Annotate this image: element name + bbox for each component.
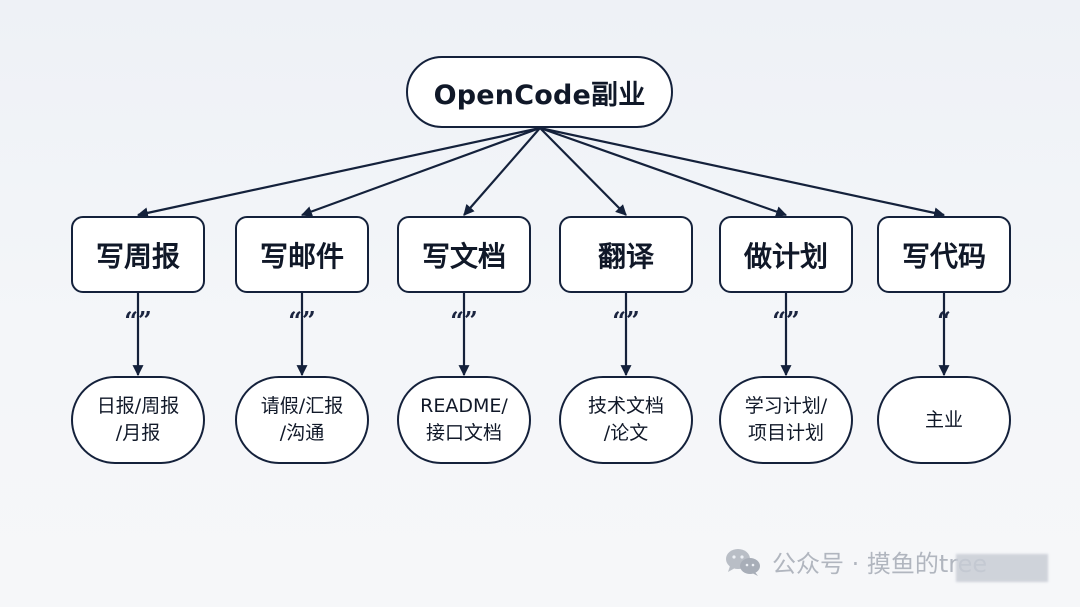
root-to-category-arrow	[300, 126, 541, 217]
category-label: 翻译	[597, 239, 654, 273]
leaf-node-coding: 主业	[877, 376, 1011, 464]
quote-mark: “”	[124, 306, 152, 335]
category-label: 做计划	[743, 239, 828, 273]
category-label: 写代码	[901, 239, 986, 273]
leaf-line: 日报/周报	[96, 395, 180, 417]
category-node-docs: 写文档	[397, 216, 531, 293]
root-to-category-arrow	[136, 126, 541, 219]
quote-mark: “	[937, 306, 951, 335]
quote-mark: “”	[288, 306, 316, 335]
category-node-translation: 翻译	[559, 216, 693, 293]
watermark: 公众号 · 摸鱼的tree	[724, 544, 987, 579]
category-label: 写邮件	[259, 239, 344, 273]
leaf-line: 主业	[924, 408, 963, 431]
category-node-weekly-report: 写周报	[71, 216, 205, 293]
leaf-node-translation: 技术文档 /论文	[559, 376, 693, 464]
category-node-planning: 做计划	[719, 216, 853, 293]
leaf-line: 接口文档	[425, 422, 502, 444]
leaf-node-planning: 学习计划/ 项目计划	[719, 376, 853, 464]
root-to-category-arrow	[539, 127, 627, 216]
root-node: OpenCode副业	[406, 56, 673, 128]
quote-mark: “”	[772, 306, 800, 335]
leaf-line: 学习计划/	[744, 395, 828, 417]
leaf-node-weekly-report: 日报/周报 /月报	[71, 376, 205, 464]
root-to-category-arrow	[539, 126, 788, 217]
category-node-coding: 写代码	[877, 216, 1011, 293]
quote-mark: “”	[612, 306, 640, 335]
category-label: 写周报	[95, 239, 180, 273]
leaf-node-docs: README/ 接口文档	[397, 376, 531, 464]
quote-mark: “”	[450, 306, 478, 335]
leaf-line: /沟通	[279, 422, 325, 444]
leaf-node-email: 请假/汇报 /沟通	[235, 376, 369, 464]
leaf-line: README/	[420, 395, 508, 417]
watermark-text: 公众号 · 摸鱼的tree	[772, 550, 988, 578]
corner-watermark-blur	[956, 554, 1048, 582]
leaf-line: /论文	[603, 422, 649, 444]
leaf-line: 技术文档	[587, 395, 664, 417]
leaf-line: 请假/汇报	[260, 395, 344, 417]
root-to-category-arrow	[463, 127, 541, 216]
category-label: 写文档	[421, 239, 506, 273]
leaf-line: 项目计划	[747, 422, 824, 444]
root-label: OpenCode副业	[433, 79, 646, 111]
leaf-line: /月报	[115, 422, 161, 444]
root-to-category-arrow	[539, 126, 946, 219]
category-node-email: 写邮件	[235, 216, 369, 293]
wechat-icon	[726, 548, 760, 576]
